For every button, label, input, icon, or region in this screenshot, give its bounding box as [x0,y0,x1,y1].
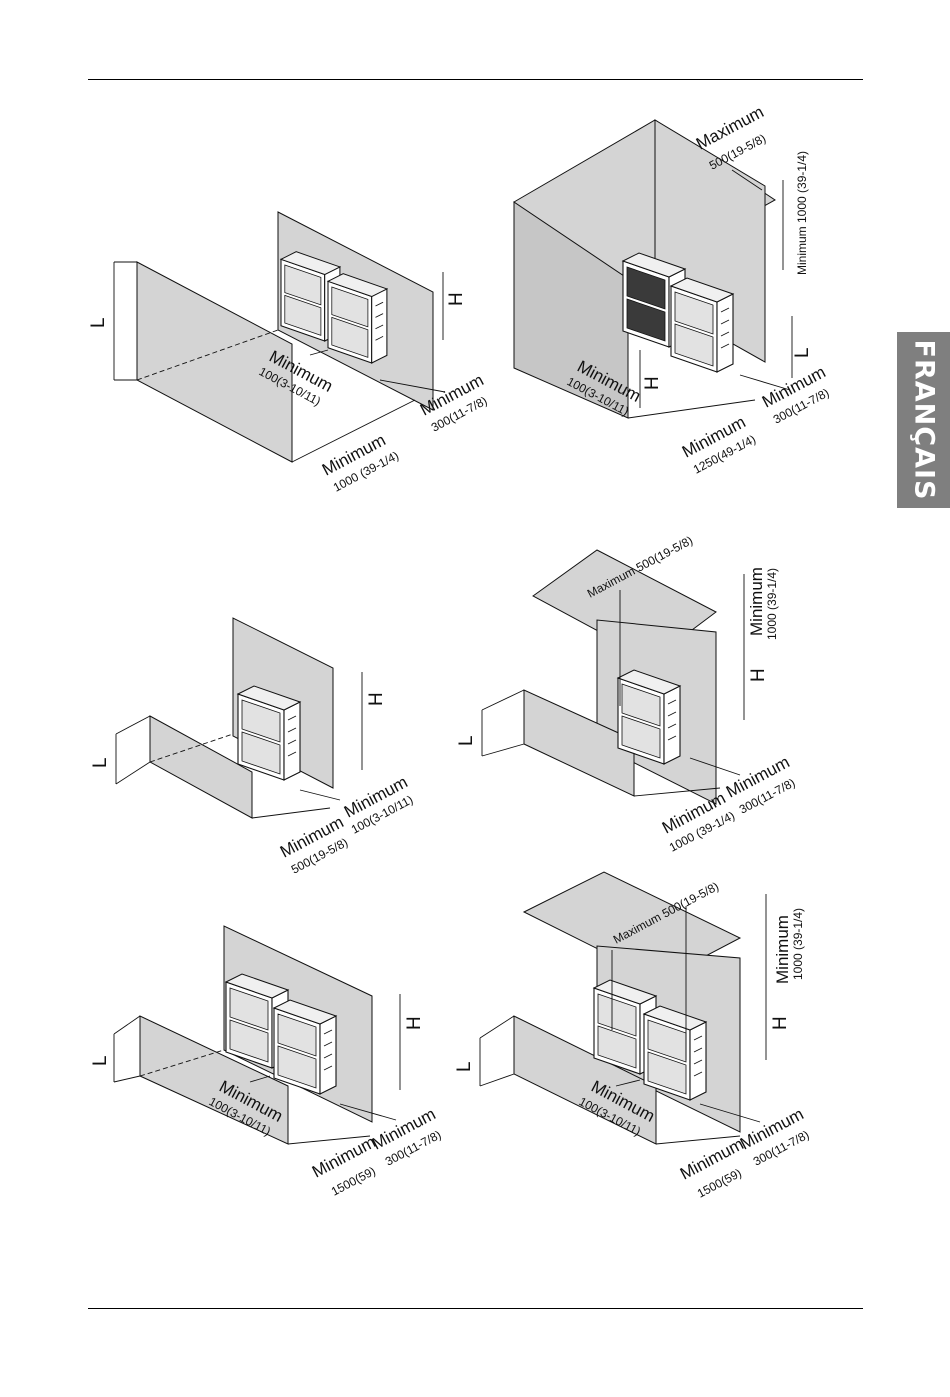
language-tab: FRANÇAIS [897,332,950,508]
dim-L: L [454,1061,475,1072]
dim-H: H [446,292,467,306]
dim-L: L [88,317,109,328]
dim-H: H [748,668,769,682]
min-value-1000: 1000 (39-1/4) [765,568,779,640]
diagram-two-units-roof-1500: Maximum 500(19-5/8) Minimum 1000 (39-1/4… [454,871,811,1201]
min-label: Minimum [747,567,766,636]
min-value-1000-vertical: Minimum 1000 (39-1/4) [795,151,809,275]
dim-L: L [792,347,813,358]
min-label: Minimum [773,915,792,984]
min-value-1000: 1000 (39-1/4) [791,908,805,980]
dim-H: H [642,376,663,390]
dim-L: L [90,757,111,768]
dim-L: L [456,735,477,746]
diagram-two-units-side-wall: L H Minimum 100(3-10/11) Minimum 300(11-… [88,211,489,495]
diagram-two-units-side-wall-1500: L H Minimum 100(3-10/11) Minimum 300(11-… [90,925,443,1199]
footer-rule [88,1308,863,1309]
dim-H: H [404,1016,425,1030]
dim-H: H [770,1016,791,1030]
diagram-single-unit-side-wall: L H Minimum 100(3-10/11) Minimum 500(19-… [90,617,415,877]
diagram-single-unit-roof: Maximum 500(19-5/8) Minimum 1000 (39-1/4… [456,533,797,854]
dim-L: L [90,1055,111,1066]
header-rule [88,79,863,80]
diagram-two-units-roof-box: Maximum 500(19-5/8) Minimum 1000 (39-1/4… [513,102,831,477]
dim-H: H [366,692,387,706]
